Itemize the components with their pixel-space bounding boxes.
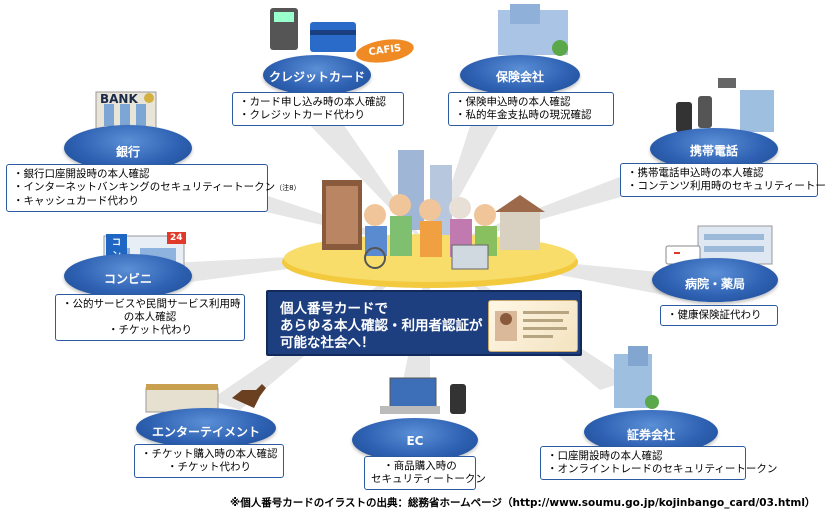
ec-item: セキュリティートークン bbox=[371, 473, 486, 485]
credit-box: ・カード申し込み時の本人確認 ・クレジットカード代わり bbox=[232, 92, 404, 126]
bank-item: ・キャッシュカード代わり bbox=[13, 195, 139, 207]
bank-item: ・銀行口座開設時の本人確認 bbox=[13, 168, 150, 180]
mobile-item: ・携帯電話申込時の本人確認 bbox=[627, 167, 764, 179]
securities-item: ・口座開設時の本人確認 bbox=[547, 450, 663, 462]
insurance-item: ・保険申込時の本人確認 bbox=[455, 96, 571, 108]
credit-title: クレジットカード bbox=[268, 70, 365, 84]
entertainment-title: エンターテイメント bbox=[151, 425, 260, 439]
credit-item: ・カード申し込み時の本人確認 bbox=[239, 96, 386, 108]
center-message: 個人番号カードで あらゆる本人確認・利用者認証が 可能な社会へ！ bbox=[280, 301, 483, 352]
konbini-title: コンビニ bbox=[103, 272, 152, 286]
ec-item: ・商品購入時の bbox=[383, 460, 457, 472]
hospital-title: 病院・薬局 bbox=[684, 277, 745, 291]
bank-title: 銀行 bbox=[115, 145, 140, 159]
insurance-item: ・私的年金支払時の現況確認 bbox=[455, 109, 592, 121]
center-line: 可能な社会へ！ bbox=[280, 335, 375, 351]
entertainment-box: ・チケット購入時の本人確認 ・チケット代わり bbox=[134, 444, 284, 478]
my-number-card-image bbox=[488, 300, 578, 352]
center-message-box: 個人番号カードで あらゆる本人確認・利用者認証が 可能な社会へ！ bbox=[266, 290, 582, 356]
insurance-box: ・保険申込時の本人確認 ・私的年金支払時の現況確認 bbox=[448, 92, 614, 126]
ec-box: ・商品購入時の セキュリティートークン bbox=[364, 456, 486, 490]
id-card-illustration bbox=[495, 311, 569, 341]
bank-box: ・銀行口座開設時の本人確認 ・インターネットバンキングのセキュリティートークン（… bbox=[6, 164, 301, 212]
entertainment-disc bbox=[136, 408, 276, 448]
securities-item: ・オンライントレードのセキュリティートークン bbox=[547, 463, 778, 475]
bank-note: （注8） bbox=[275, 184, 301, 192]
entertainment-item: ・チケット代わり bbox=[167, 461, 251, 473]
mobile-title: 携帯電話 bbox=[689, 144, 738, 158]
insurance-title: 保険会社 bbox=[495, 70, 544, 84]
konbini-disc bbox=[64, 254, 192, 298]
konbini-item: ・チケット代わり bbox=[108, 324, 192, 336]
bank-item: ・インターネットバンキングのセキュリティートークン（注8） bbox=[13, 181, 301, 193]
center-line: 個人番号カードで bbox=[280, 301, 388, 317]
konbini-item: ・公的サービスや民間サービス利用時 bbox=[62, 298, 241, 310]
mobile-box: ・携帯電話申込時の本人確認 ・コンテンツ利用時のセキュリティートークン bbox=[620, 163, 826, 197]
hospital-disc bbox=[652, 258, 778, 302]
ec-title: EC bbox=[406, 434, 424, 448]
hospital-item: ・健康保険証代わり bbox=[667, 309, 762, 321]
konbini-box: ・公的サービスや民間サービス利用時 の本人確認 ・チケット代わり bbox=[55, 294, 245, 341]
securities-title: 証券会社 bbox=[626, 428, 675, 442]
bank-sign: BANK bbox=[100, 92, 138, 106]
hospital-box: ・健康保険証代わり bbox=[660, 305, 778, 326]
mobile-item: ・コンテンツ利用時のセキュリティートークン bbox=[627, 180, 826, 192]
bank-disc bbox=[64, 125, 192, 171]
konbini-item: の本人確認 bbox=[123, 311, 177, 323]
credit-disc bbox=[263, 55, 371, 95]
entertainment-item: ・チケット購入時の本人確認 bbox=[141, 448, 278, 460]
ec-disc bbox=[352, 418, 478, 462]
source-footnote: ※個人番号カードのイラストの出典：総務省ホームページ（http://www.so… bbox=[230, 497, 816, 509]
insurance-disc bbox=[460, 55, 580, 95]
center-line: あらゆる本人確認・利用者認証が bbox=[280, 318, 483, 334]
credit-item: ・クレジットカード代わり bbox=[239, 109, 365, 121]
konbini-24-badge: 24 bbox=[167, 232, 186, 244]
securities-box: ・口座開設時の本人確認 ・オンライントレードのセキュリティートークン bbox=[540, 446, 778, 480]
